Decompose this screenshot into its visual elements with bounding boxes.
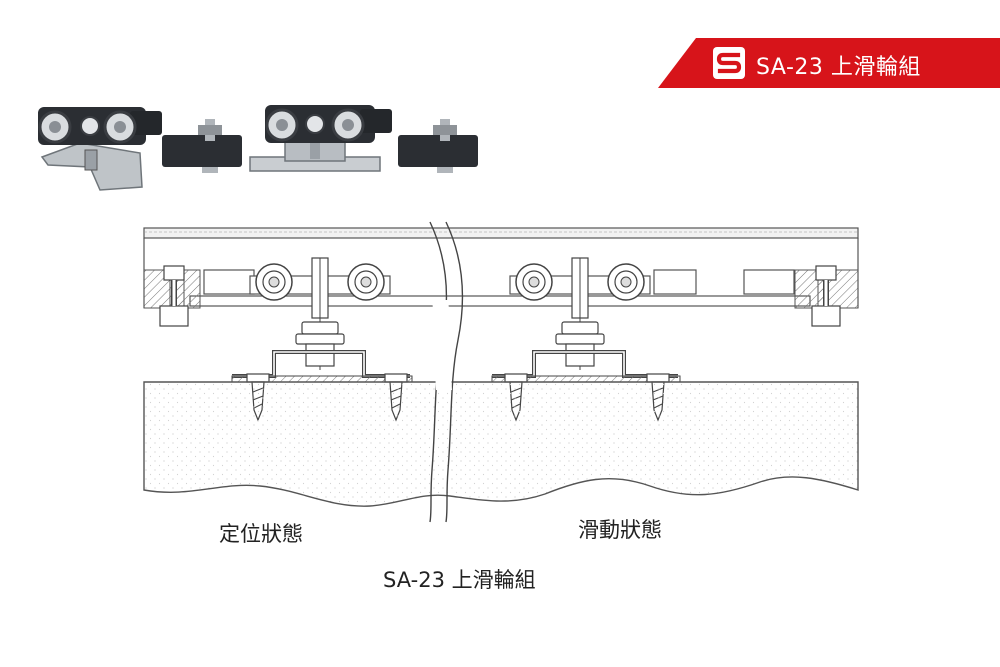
product-photos [38,105,478,191]
title-banner: SA-23 上滑輪組 [658,38,1000,88]
roller-assembly-sliding [491,257,681,422]
stopper-block-photo-2 [398,119,478,173]
s-brand-logo-icon [713,47,745,79]
diagram-caption: SA-23 上滑輪組 [383,568,536,592]
fixed-state-label: 定位狀態 [219,522,303,546]
stopper-block-photo-1 [162,119,242,173]
roller-trolley-photo-1 [38,107,162,191]
sliding-state-label: 滑動狀態 [578,518,662,542]
banner-title: SA-23 上滑輪組 [756,55,921,80]
ceiling-track [143,227,859,327]
break-line [429,221,464,523]
door-panel [143,381,859,507]
roller-trolley-photo-2 [249,105,392,172]
